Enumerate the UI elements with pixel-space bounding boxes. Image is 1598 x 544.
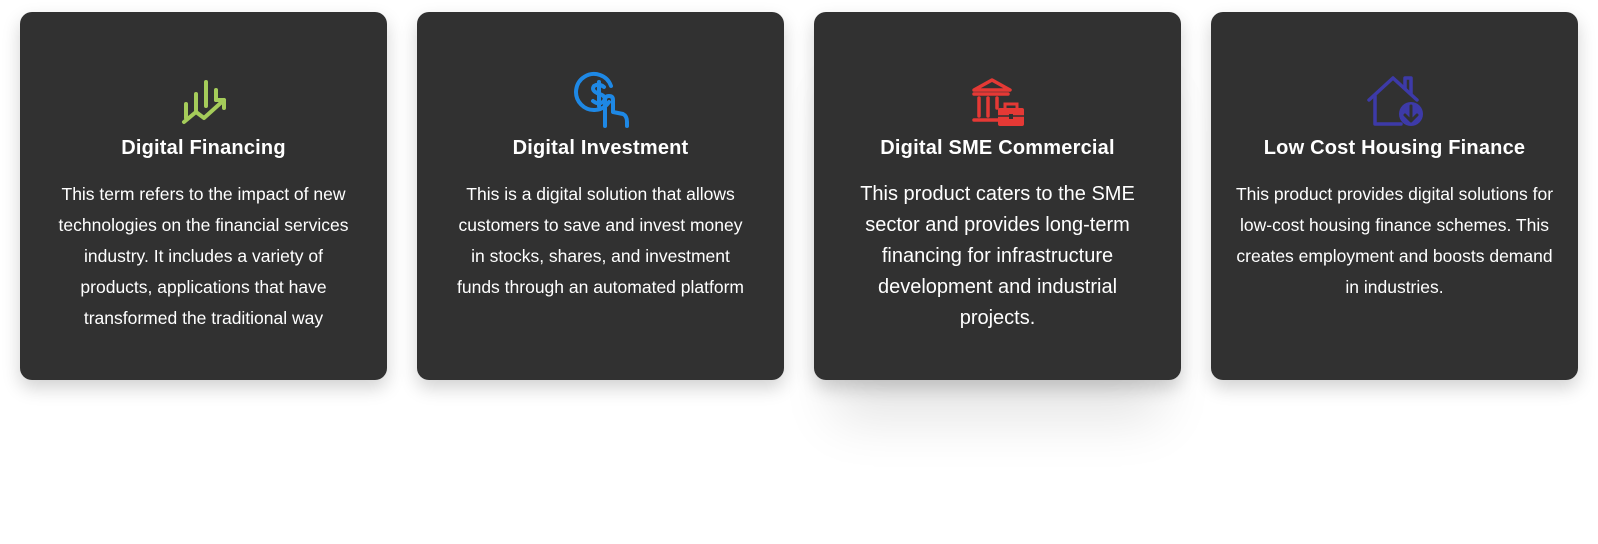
card-digital-investment: Digital Investment This is a digital sol…: [417, 12, 784, 380]
card-digital-financing: Digital Financing This term refers to th…: [20, 12, 387, 380]
card-low-cost-housing-finance: Low Cost Housing Finance This product pr…: [1211, 12, 1578, 380]
card-title: Digital Financing: [121, 137, 286, 159]
card-title: Low Cost Housing Finance: [1263, 137, 1526, 159]
bank-briefcase-icon: [968, 70, 1028, 130]
dollar-tap-icon: [571, 70, 631, 130]
card-description: This is a digital solution that allows c…: [457, 184, 744, 297]
house-download-icon: [1365, 70, 1425, 130]
card-digital-sme-commercial: Digital SME Commercial This product cate…: [814, 12, 1181, 380]
card-title: Digital SME Commercial: [880, 137, 1115, 159]
card-description: This product provides digital solutions …: [1235, 184, 1554, 297]
card-description: This product caters to the SME sector an…: [860, 183, 1135, 329]
growth-chart-icon: [174, 70, 234, 130]
card-title: Digital Investment: [512, 137, 689, 159]
card-description: This term refers to the impact of new te…: [58, 184, 349, 328]
